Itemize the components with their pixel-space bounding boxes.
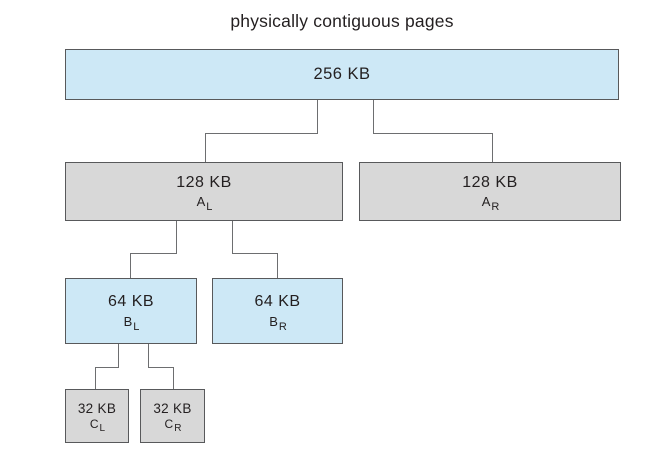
block-name-label: CR [164,417,182,435]
connector-l3-drop-left [95,367,96,389]
connector-l2-drop-left [130,253,131,278]
block-128kb-ar: 128 KB AR [359,162,621,221]
connector-l1-horizontal-right [373,133,493,134]
connector-l1-drop-left [205,133,206,162]
block-32kb-cl: 32 KB CL [65,389,129,443]
connector-l3-horizontal-left [95,367,119,368]
block-64kb-bl: 64 KB BL [65,278,197,344]
connector-l2-horizontal-left [130,253,177,254]
diagram-title: physically contiguous pages [230,11,454,31]
block-name-label: AL [196,194,213,214]
connector-l3-stub-left [118,344,119,367]
block-name-label: BL [123,313,140,333]
connector-l3-horizontal-right [148,367,174,368]
block-size-label: 256 KB [313,65,371,84]
block-name-label: BR [269,313,287,333]
connector-l1-stub-right [373,100,374,133]
block-size-label: 32 KB [77,400,117,416]
block-name-label: CL [89,417,106,435]
connector-l2-horizontal-right [232,253,278,254]
connector-l3-stub-right [148,344,149,367]
connector-l2-drop-right [277,253,278,278]
connector-l1-horizontal-left [205,133,318,134]
block-32kb-cr: 32 KB CR [140,389,205,443]
block-size-label: 64 KB [254,293,301,311]
block-size-label: 64 KB [107,293,155,311]
block-size-label: 128 KB [462,173,518,191]
connector-l2-stub-left [176,221,177,253]
block-name-label: AR [481,194,500,214]
block-128kb-al: 128 KB AL [65,162,343,221]
block-size-label: 32 KB [153,400,192,416]
block-64kb-br: 64 KB BR [212,278,343,344]
block-size-label: 128 KB [176,173,232,191]
connector-l1-stub-left [317,100,318,133]
connector-l2-stub-right [232,221,233,253]
block-256kb: 256 KB [65,49,619,100]
connector-l3-drop-right [173,367,174,389]
connector-l1-drop-right [492,133,493,162]
